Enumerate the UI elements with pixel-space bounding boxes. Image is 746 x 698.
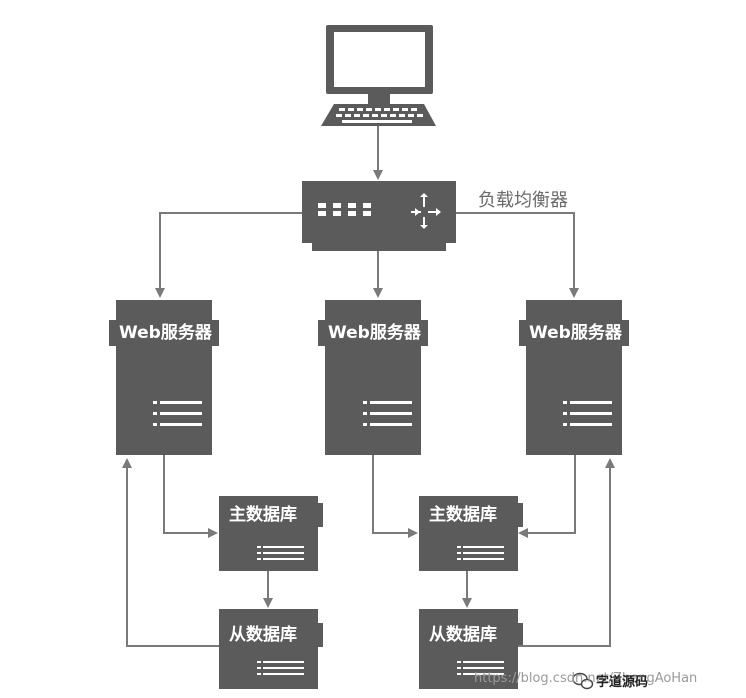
web-server-3 bbox=[519, 300, 629, 455]
arrow-lb-to-web-3 bbox=[456, 212, 579, 298]
client-computer-icon bbox=[321, 25, 436, 126]
slave-db-1 bbox=[219, 609, 323, 689]
master-db-1 bbox=[219, 496, 323, 571]
watermark-url: https://blog.csdn.net/ZhengAoHan bbox=[474, 671, 698, 686]
master-db-2-label: 主数据库 bbox=[429, 505, 497, 525]
master-db-1-label: 主数据库 bbox=[229, 505, 297, 525]
web-server-2 bbox=[318, 300, 428, 455]
web-server-1-label: Web服务器 bbox=[119, 323, 212, 343]
load-balancer-label: 负载均衡器 bbox=[478, 190, 568, 211]
watermark-brand: 字道源码 bbox=[596, 675, 649, 690]
web-server-3-label: Web服务器 bbox=[529, 323, 622, 343]
master-db-2 bbox=[419, 496, 523, 571]
arrow-web1-to-master1 bbox=[163, 455, 218, 538]
arrow-web2-to-master2 bbox=[372, 455, 418, 538]
arrow-lb-to-web-1 bbox=[155, 212, 302, 298]
arrow-slave1-to-web1 bbox=[122, 458, 219, 647]
slave-db-2 bbox=[419, 609, 523, 689]
wechat-icon bbox=[572, 672, 594, 690]
slave-db-2-label: 从数据库 bbox=[429, 625, 497, 645]
slave-db-1-label: 从数据库 bbox=[229, 625, 297, 645]
load-balancer-icon bbox=[302, 181, 456, 251]
web-server-1 bbox=[109, 300, 219, 455]
arrow-web3-to-master2 bbox=[518, 455, 576, 538]
web-server-2-label: Web服务器 bbox=[328, 323, 421, 343]
arrow-slave2-to-web3 bbox=[518, 458, 615, 647]
